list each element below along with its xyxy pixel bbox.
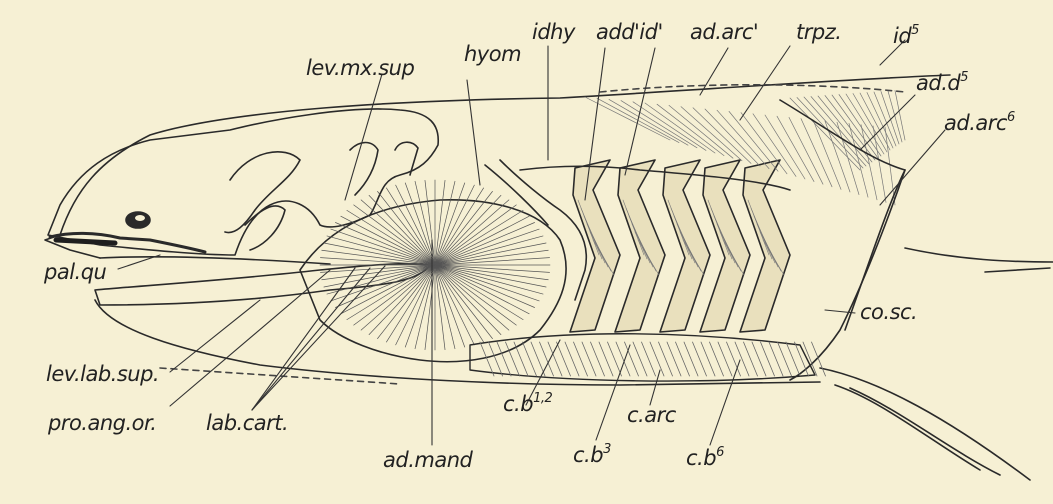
label-lev-mx-sup: lev.mx.sup: [306, 58, 414, 79]
coracobranchial-band: [470, 334, 826, 381]
label-hyom: hyom: [464, 44, 521, 65]
label-cb-1-2: c.b1,2: [503, 392, 552, 415]
adductor-mandibulae: [300, 180, 566, 362]
gill-arches: [520, 160, 790, 332]
label-add-id: add'id': [596, 22, 663, 43]
label-cb-6: c.b6: [686, 446, 724, 469]
label-ad-d5: ad.d5: [916, 71, 968, 94]
body-outline: [45, 75, 1053, 480]
jaw: [95, 257, 430, 305]
label-pal-qu: pal.qu: [44, 262, 106, 283]
chondrocranium: [48, 109, 438, 255]
label-id5: id5: [893, 24, 919, 47]
label-idhy: idhy: [532, 22, 575, 43]
label-co-sc: co.sc.: [860, 302, 917, 323]
label-ad-mand: ad.mand: [383, 450, 472, 471]
label-trpz: trpz.: [796, 22, 841, 43]
label-pro-ang-or: pro.ang.or.: [48, 413, 156, 434]
label-ad-arc-6: ad.arc6: [944, 111, 1015, 134]
label-ad-arc-1: ad.arc': [690, 22, 758, 43]
label-cb-3: c.b3: [573, 443, 611, 466]
label-lab-cart: lab.cart.: [206, 413, 288, 434]
label-lev-lab-sup: lev.lab.sup.: [46, 364, 159, 385]
scapulocoracoid: [780, 100, 905, 380]
label-c-arc: c.arc: [627, 405, 676, 426]
